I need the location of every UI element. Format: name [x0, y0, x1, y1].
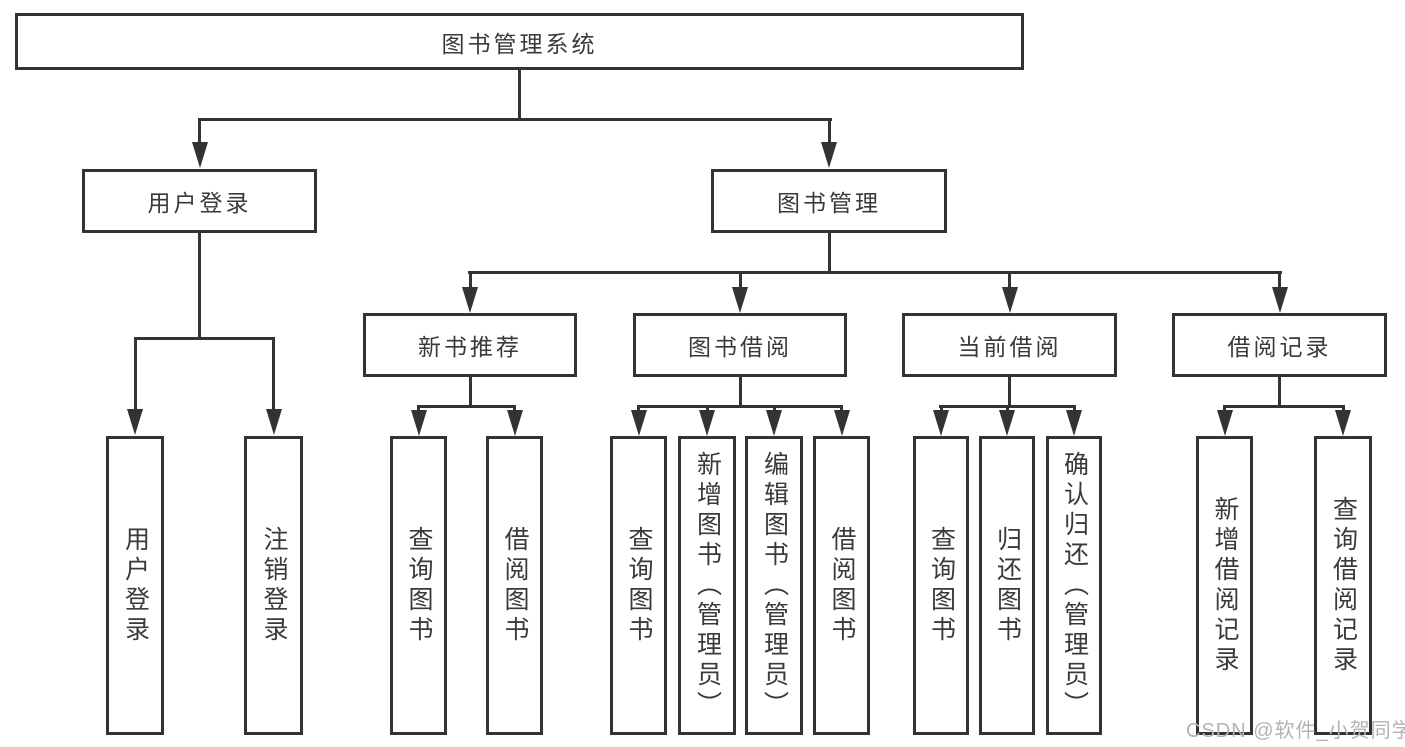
connector-vline: [518, 68, 521, 120]
node-label: 用户登录: [147, 190, 252, 216]
node-label: 借阅记录: [1227, 334, 1332, 360]
leaf-label: 用户登录: [121, 525, 150, 646]
connector-vline: [513, 405, 516, 412]
arrowhead-down: [1335, 410, 1351, 436]
leaf-label: 查询图书: [625, 525, 653, 646]
connector-vline: [469, 271, 472, 288]
connector-vline: [940, 405, 943, 412]
connector-vline: [417, 405, 420, 412]
leaf-user-login: 用户登录: [106, 436, 164, 735]
leaf-newbook-borrow-books: 借阅图书: [486, 436, 543, 735]
connector-hline: [417, 405, 516, 408]
arrowhead-down: [1066, 410, 1082, 436]
connector-hline: [198, 118, 832, 121]
connector-vline: [198, 231, 201, 339]
connector-vline: [198, 118, 201, 144]
connector-vline: [1278, 375, 1281, 408]
arrowhead-down: [631, 410, 647, 436]
node-user-login: 用户登录: [82, 169, 317, 233]
node-label: 新书推荐: [418, 334, 522, 360]
leaf-label: 新增借阅记录: [1211, 495, 1239, 676]
leaf-label: 借阅图书: [501, 525, 529, 646]
node-library-system: 图书管理系统: [15, 13, 1024, 70]
connector-vline: [840, 405, 843, 412]
leaf-label: 新增图书（管理员）: [693, 450, 722, 721]
node-new-book-recommend: 新书推荐: [363, 313, 577, 377]
connector-vline: [739, 271, 742, 288]
leaf-label: 编辑图书（管理员）: [760, 450, 789, 721]
leaf-label: 借阅图书: [828, 525, 856, 646]
connector-vline: [828, 118, 831, 144]
leaf-records-add-record: 新增借阅记录: [1196, 436, 1253, 735]
arrowhead-down: [462, 287, 478, 313]
leaf-records-query-record: 查询借阅记录: [1314, 436, 1372, 735]
connector-vline: [1006, 405, 1009, 412]
connector-hline: [468, 271, 1282, 274]
arrowhead-down: [192, 142, 208, 168]
arrowhead-down: [1272, 287, 1288, 313]
connector-vline: [637, 405, 640, 412]
connector-vline: [706, 405, 709, 412]
connector-vline: [272, 337, 275, 410]
leaf-newbook-query-books: 查询图书: [390, 436, 447, 735]
arrowhead-down: [821, 142, 837, 168]
connector-vline: [1073, 405, 1076, 412]
leaf-current-confirm-return-admin: 确认归还（管理员）: [1046, 436, 1102, 735]
connector-hline: [134, 337, 275, 340]
leaf-label: 确认归还（管理员）: [1060, 450, 1089, 721]
connector-vline: [469, 375, 472, 408]
arrowhead-down: [1002, 287, 1018, 313]
connector-vline: [1278, 271, 1281, 288]
arrowhead-down: [933, 410, 949, 436]
node-label: 图书管理: [777, 190, 881, 216]
leaf-borrow-edit-books-admin: 编辑图书（管理员）: [745, 436, 803, 735]
arrowhead-down: [507, 410, 523, 436]
leaf-label: 注销登录: [260, 525, 288, 646]
arrowhead-down: [1217, 410, 1233, 436]
node-label: 图书借阅: [688, 334, 792, 360]
arrowhead-down: [732, 287, 748, 313]
leaf-current-query-books: 查询图书: [913, 436, 969, 735]
leaf-borrow-borrow-books: 借阅图书: [813, 436, 870, 735]
connector-vline: [828, 232, 831, 274]
leaf-label: 查询图书: [405, 525, 433, 646]
leaf-label: 归还图书: [993, 525, 1022, 646]
leaf-borrow-query-books: 查询图书: [610, 436, 667, 735]
leaf-current-return-books: 归还图书: [979, 436, 1035, 735]
arrowhead-down: [699, 410, 715, 436]
node-label: 图书管理系统: [441, 30, 598, 57]
connector-hline: [1223, 405, 1344, 408]
node-book-borrow: 图书借阅: [633, 313, 847, 377]
connector-vline: [739, 375, 742, 408]
arrowhead-down: [266, 409, 282, 435]
arrowhead-down: [411, 410, 427, 436]
connector-vline: [1342, 405, 1345, 412]
connector-vline: [1008, 271, 1011, 288]
arrowhead-down: [999, 410, 1015, 436]
arrowhead-down: [834, 410, 850, 436]
node-label: 当前借阅: [957, 334, 1062, 360]
node-book-management: 图书管理: [711, 169, 947, 233]
connector-vline: [1008, 375, 1011, 408]
leaf-logout: 注销登录: [244, 436, 303, 735]
leaf-label: 查询图书: [927, 525, 956, 646]
connector-vline: [134, 337, 137, 410]
arrowhead-down: [766, 410, 782, 436]
connector-hline: [637, 405, 843, 408]
node-current-borrow: 当前借阅: [902, 313, 1117, 377]
arrowhead-down: [127, 409, 143, 435]
leaf-label: 查询借阅记录: [1329, 495, 1358, 676]
csdn-watermark: CSDN @软件_小贺同学: [1186, 720, 1405, 742]
node-borrow-records: 借阅记录: [1172, 313, 1387, 377]
connector-vline: [773, 405, 776, 412]
leaf-borrow-add-books-admin: 新增图书（管理员）: [678, 436, 736, 735]
connector-vline: [1223, 405, 1226, 412]
